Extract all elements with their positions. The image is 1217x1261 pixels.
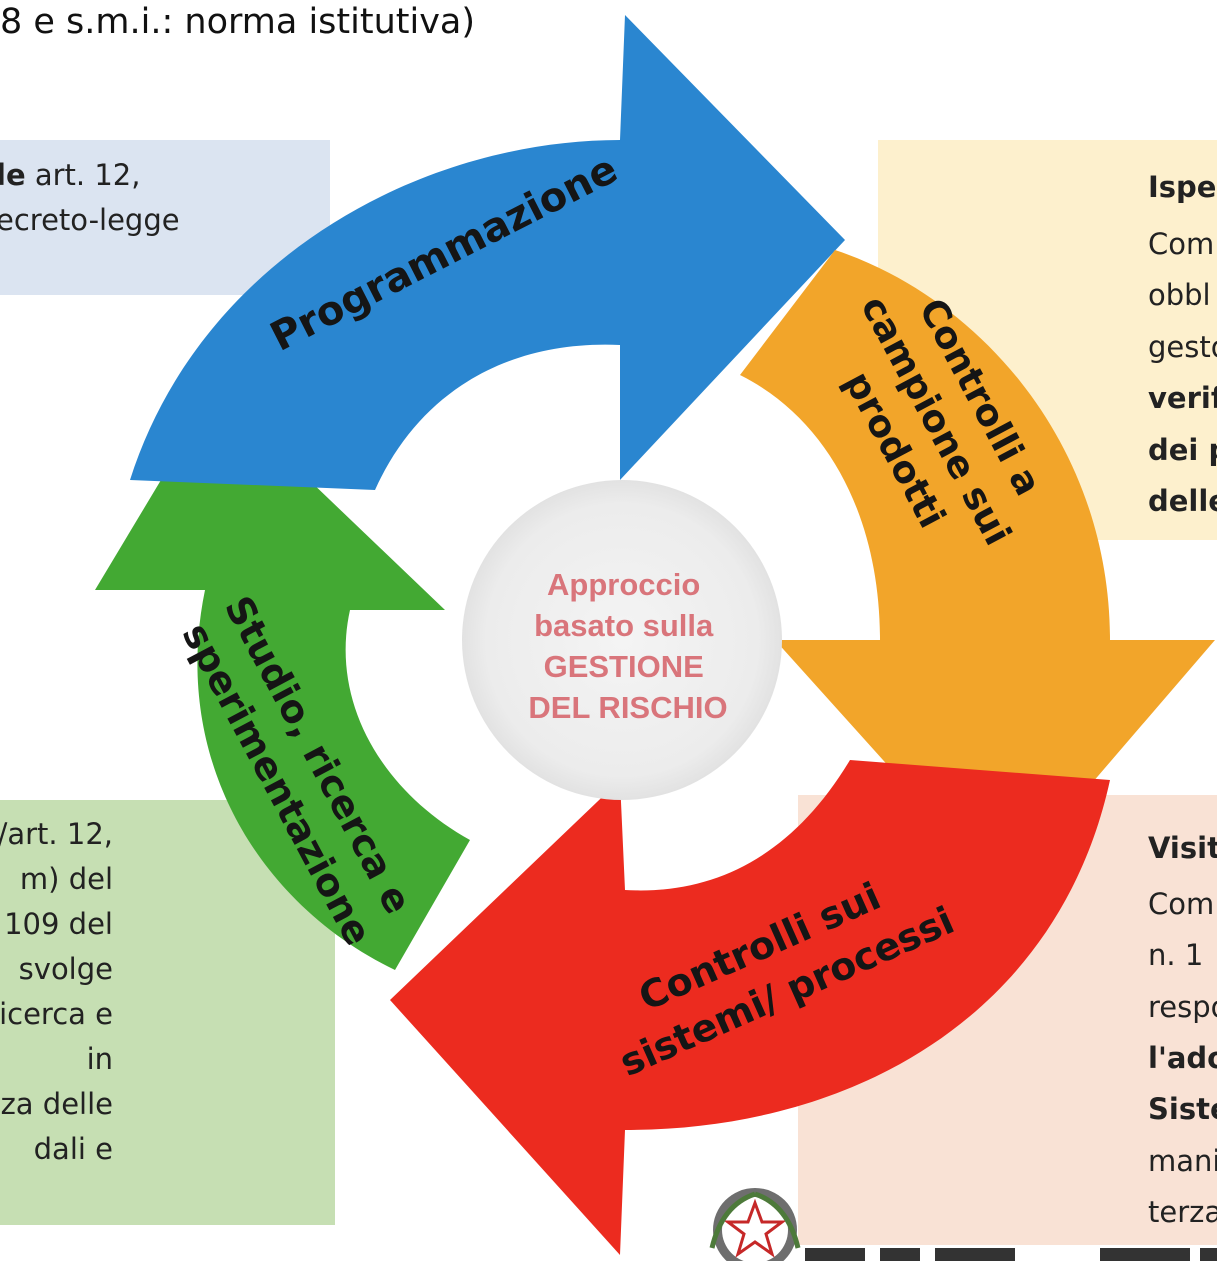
center-line-1: Approccio (547, 567, 700, 602)
center-circle (462, 480, 782, 800)
panel-br-line-7: mani (1148, 1144, 1217, 1178)
panel-tr-line-7: delle (1148, 484, 1217, 518)
panel-br-line-2: Com (1148, 887, 1215, 921)
panel-bl-line-2: m) del (19, 862, 113, 896)
panel-tl-line-1: le art. 12, (0, 153, 140, 198)
arrow-programming (130, 15, 845, 490)
panel-tl-line-2: ecreto-legge (0, 203, 180, 237)
panel-br-line-4: respo (1148, 990, 1217, 1024)
panel-tl-rest: art. 12, (25, 158, 141, 192)
panel-br-line-5: l'ado (1148, 1041, 1217, 1075)
panel-br-line-8: terza (1148, 1195, 1217, 1229)
arrow-process-checks (390, 760, 1110, 1255)
center-line-4: DEL RISCHIO (528, 690, 727, 725)
panel-br-line-3: n. 1 (1148, 938, 1204, 972)
panel-bl-line-1: /art. 12, (0, 817, 113, 851)
top-caption: 8 e s.m.i.: norma istitutiva) (0, 2, 476, 42)
panel-bl-line-5: icerca e (0, 997, 113, 1031)
panel-tr-line-3: obbl (1148, 278, 1211, 312)
panel-tr-line-4: gesto (1148, 330, 1217, 364)
center-line-3: GESTIONE (544, 649, 704, 684)
center-line-2: basato sulla (534, 608, 714, 643)
panel-tl-bold: le (0, 158, 26, 192)
panel-tr-line-1: Ispez (1148, 170, 1217, 204)
center-label: Approccio basato sulla GESTIONE DEL RISC… (528, 567, 727, 725)
panel-top-left: le art. 12, ecreto-legge (0, 140, 330, 295)
panel-br-line-6: Siste (1148, 1092, 1217, 1126)
panel-bl-line-8: dali e (33, 1132, 113, 1166)
emblem-icon (709, 1188, 1217, 1261)
panel-tr-line-2: Com (1148, 227, 1215, 261)
panel-bl-line-3: 109 del (4, 907, 113, 941)
panel-bl-line-4: svolge (18, 952, 113, 986)
panel-bl-line-7: za delle (0, 1087, 113, 1121)
panel-tr-line-6: dei p (1148, 433, 1217, 467)
panel-br-line-1: Visit (1148, 831, 1217, 865)
arrow-study (95, 390, 470, 970)
panel-tr-line-5: verif (1148, 381, 1217, 415)
panel-bl-line-6: in (86, 1042, 113, 1076)
arrow-product-checks (740, 250, 1215, 890)
